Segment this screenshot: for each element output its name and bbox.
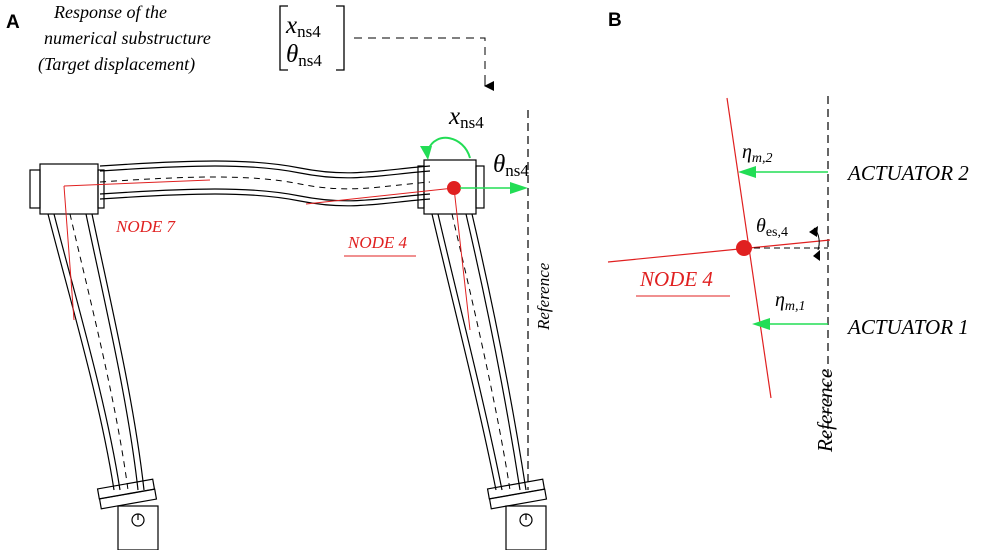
frame bbox=[29, 159, 548, 550]
beam-top-inner bbox=[99, 165, 431, 179]
theta-es4-label: θes,4 bbox=[756, 215, 788, 240]
vector-entry-theta: θns4 bbox=[286, 41, 322, 70]
eta1-label: ηm,1 bbox=[775, 289, 806, 314]
right-column-outer-2 bbox=[437, 213, 503, 491]
caption: Response of the numerical substructure (… bbox=[38, 2, 211, 75]
x-ns4-label: xns4 bbox=[448, 103, 484, 132]
red-beam-left bbox=[63, 179, 211, 187]
theta-arrow-top bbox=[809, 226, 818, 237]
reference-label-b: Reference bbox=[813, 369, 837, 453]
theta-ns4-label: θns4 bbox=[493, 151, 529, 180]
left-bracket bbox=[279, 5, 288, 71]
left-base-flange-1 bbox=[96, 478, 156, 500]
right-base-pin-block bbox=[505, 505, 547, 550]
theta-arrow-bottom bbox=[813, 250, 820, 261]
actuator-1-label: ACTUATOR 1 bbox=[846, 315, 969, 339]
red-beam-right bbox=[305, 187, 455, 205]
node-4-label: NODE 4 bbox=[347, 233, 408, 252]
displacement-arrowhead bbox=[510, 182, 528, 194]
beam-bottom-outer bbox=[99, 193, 431, 207]
right-column-inner bbox=[465, 213, 521, 491]
right-column-outer bbox=[431, 213, 497, 491]
panel-a: A Response of the numerical substructure… bbox=[6, 2, 553, 550]
red-column-left bbox=[63, 185, 75, 321]
node-4-label-b: NODE 4 bbox=[639, 267, 713, 291]
caption-line-3: (Target displacement) bbox=[38, 54, 195, 75]
right-base-flange-2 bbox=[488, 488, 548, 510]
red-deformed-lines bbox=[63, 179, 471, 331]
left-joint bbox=[39, 163, 99, 215]
right-column-inner-2 bbox=[471, 213, 527, 491]
left-base-pin-block bbox=[117, 505, 159, 550]
caption-line-1: Response of the bbox=[53, 2, 167, 22]
beam-top-outer bbox=[99, 160, 431, 174]
beam-centerline bbox=[99, 176, 431, 190]
node-4-dot-b bbox=[736, 240, 752, 256]
leader-line bbox=[354, 37, 486, 80]
right-joint-plate-right bbox=[475, 165, 485, 209]
panel-b: B Reference ηm,2 ηm,1 θes,4 ACTUATOR 2 A… bbox=[607, 10, 969, 453]
left-joint-plate-outer bbox=[29, 169, 41, 209]
green-arrows bbox=[420, 136, 528, 194]
rotation-arc bbox=[427, 136, 471, 159]
red-rotated-beam bbox=[607, 239, 831, 263]
panel-b-label: B bbox=[608, 10, 622, 31]
left-column-outer bbox=[47, 213, 115, 491]
right-bracket bbox=[336, 5, 345, 71]
actuator-2-label: ACTUATOR 2 bbox=[846, 161, 969, 185]
panel-a-label: A bbox=[6, 12, 20, 33]
caption-line-2: numerical substructure bbox=[44, 28, 211, 48]
left-column-outer-2 bbox=[53, 213, 121, 491]
target-vector: xns4 θns4 bbox=[279, 5, 345, 71]
eta2-arrowhead bbox=[738, 166, 756, 178]
right-joint-plate-left bbox=[417, 165, 425, 209]
left-column-centerline bbox=[69, 213, 129, 491]
node-4-dot bbox=[447, 181, 461, 195]
left-joint-plate-inner bbox=[97, 169, 105, 209]
node-7-label: NODE 7 bbox=[115, 217, 177, 236]
left-column-inner bbox=[85, 213, 139, 491]
left-column-inner-2 bbox=[91, 213, 145, 491]
red-column-right bbox=[453, 187, 471, 331]
vector-entry-x: xns4 bbox=[285, 12, 321, 41]
rotation-arrowhead bbox=[420, 146, 432, 160]
eta2-label: ηm,2 bbox=[742, 141, 773, 166]
right-column-centerline bbox=[451, 213, 511, 491]
left-base-flange-2 bbox=[98, 488, 158, 510]
eta1-arrowhead bbox=[752, 318, 770, 330]
reference-label: Reference bbox=[534, 262, 553, 331]
beam-bottom-inner bbox=[99, 188, 431, 202]
